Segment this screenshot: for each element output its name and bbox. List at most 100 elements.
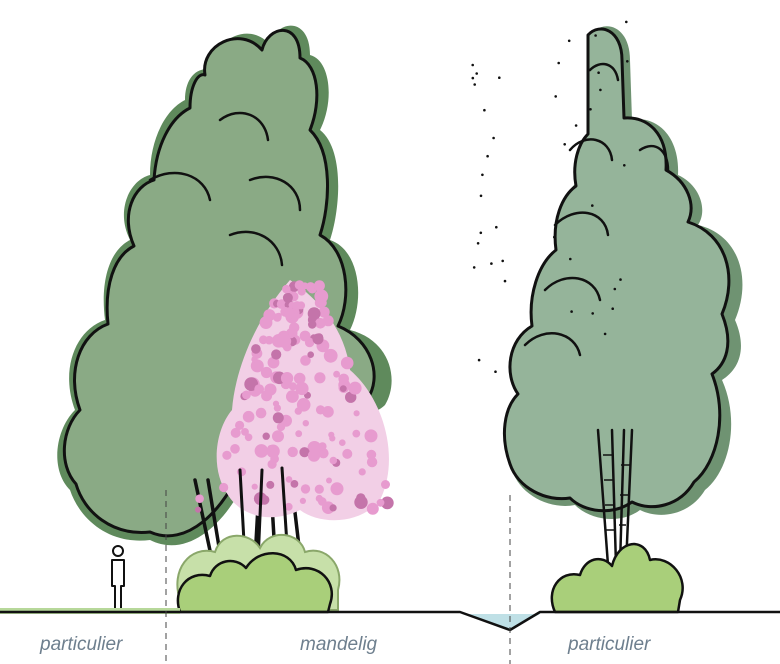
blossom-dot [266,481,274,489]
blossom-dot [340,385,347,392]
blossom-dot [365,429,378,442]
sketch-dot [498,76,501,79]
sketch-dot [591,312,594,315]
blossom-dot [261,367,272,378]
sketch-dot [614,288,617,291]
blossom-dot [333,371,340,378]
sketch-dot [501,260,504,263]
blossom-dot [326,478,332,484]
sketch-dot [486,155,489,158]
blossom-dot [328,432,334,438]
sketch-dot [589,108,592,111]
blossom-dot [195,494,204,503]
sketch-dot [557,62,560,65]
sketch-dot [563,143,566,146]
blossom-dot [315,485,324,494]
blossom-dot [277,423,285,431]
blossom-dot [281,372,293,384]
sketch-dot [472,77,475,80]
poplar-canopy [504,29,728,511]
blossom-dot [300,498,306,504]
sketch-dot [492,137,495,140]
blossom-dot [263,309,275,321]
zone-label-private-left: particulier [40,634,122,656]
sketch-dot [480,195,483,198]
sketch-dot [480,232,483,235]
sketch-dot [478,359,481,362]
sketch-dot [594,34,597,37]
blossom-dot [339,439,346,446]
sketch-dot [619,278,622,281]
blossom-dot [341,357,354,370]
blossom-dot [315,318,326,329]
sketch-dot [597,71,600,74]
shrub-right [552,544,683,612]
blossom-dot [314,280,325,291]
sketch-dot [481,174,484,177]
zone-label-shared: mandelig [300,634,377,656]
blossom-dot [330,504,337,511]
sketch-dot [473,83,476,86]
blossom-dot [308,307,321,320]
blossom-dot [264,384,276,396]
blossom-dot [278,335,291,348]
sketch-dot [483,109,486,112]
blossom-dot [271,349,281,359]
blossom-dot [381,480,390,489]
sketch-dot [626,60,629,63]
blossom-dot [322,406,334,418]
blossom-dot [254,384,264,394]
blossom-dot [303,420,309,426]
person-silhouette-icon [112,546,124,610]
blossom-dot [377,499,385,507]
blossom-dot [242,391,251,400]
blossom-dot [263,433,270,440]
sketch-dot [604,333,607,336]
sketch-dot [471,64,474,67]
blossom-dot [367,450,377,460]
blossom-dot [284,309,294,319]
blossom-dot [300,331,311,342]
blossom-dot [352,430,360,438]
blossom-dot [367,503,379,515]
blossom-dot [245,434,253,442]
blossom-dot [286,476,293,483]
poplar-tree-right [504,26,742,565]
blossom-dot [256,408,267,419]
blossom-dot [195,507,201,513]
blossom-dot [302,282,309,289]
blossom-dot [235,421,244,430]
blossom-dot [295,430,302,437]
blossom-dot [316,495,323,502]
blossom-dot [268,445,274,451]
blossom-dot [273,412,284,423]
sketch-dot [504,280,507,283]
blossom-dot [319,299,327,307]
blossom-dot [288,392,298,402]
blossom-dot [243,411,255,423]
sketch-dot [625,21,628,24]
blossom-dot [273,401,279,407]
sketch-dot [611,307,614,310]
blossom-dot [331,482,344,495]
shrub-right-body [552,544,683,612]
blossom-dot [251,344,261,354]
blossom-dot [288,447,298,457]
blossom-dot [297,303,303,309]
blossom-dot [301,484,310,493]
blossom-dot [230,444,240,454]
sketch-dot [623,164,626,167]
blossom-dot [354,496,367,509]
blossom-dot [222,451,231,460]
sketch-dot [569,258,572,261]
blossom-dot [295,382,308,395]
sketch-dot [553,236,556,239]
blossom-dot [324,349,338,363]
blossom-dot [338,374,349,385]
blossom-dot [282,285,290,293]
blossom-dot [252,484,258,490]
blossom-dot [308,450,320,462]
blossom-dot [314,372,325,383]
blossom-dot [313,334,324,345]
